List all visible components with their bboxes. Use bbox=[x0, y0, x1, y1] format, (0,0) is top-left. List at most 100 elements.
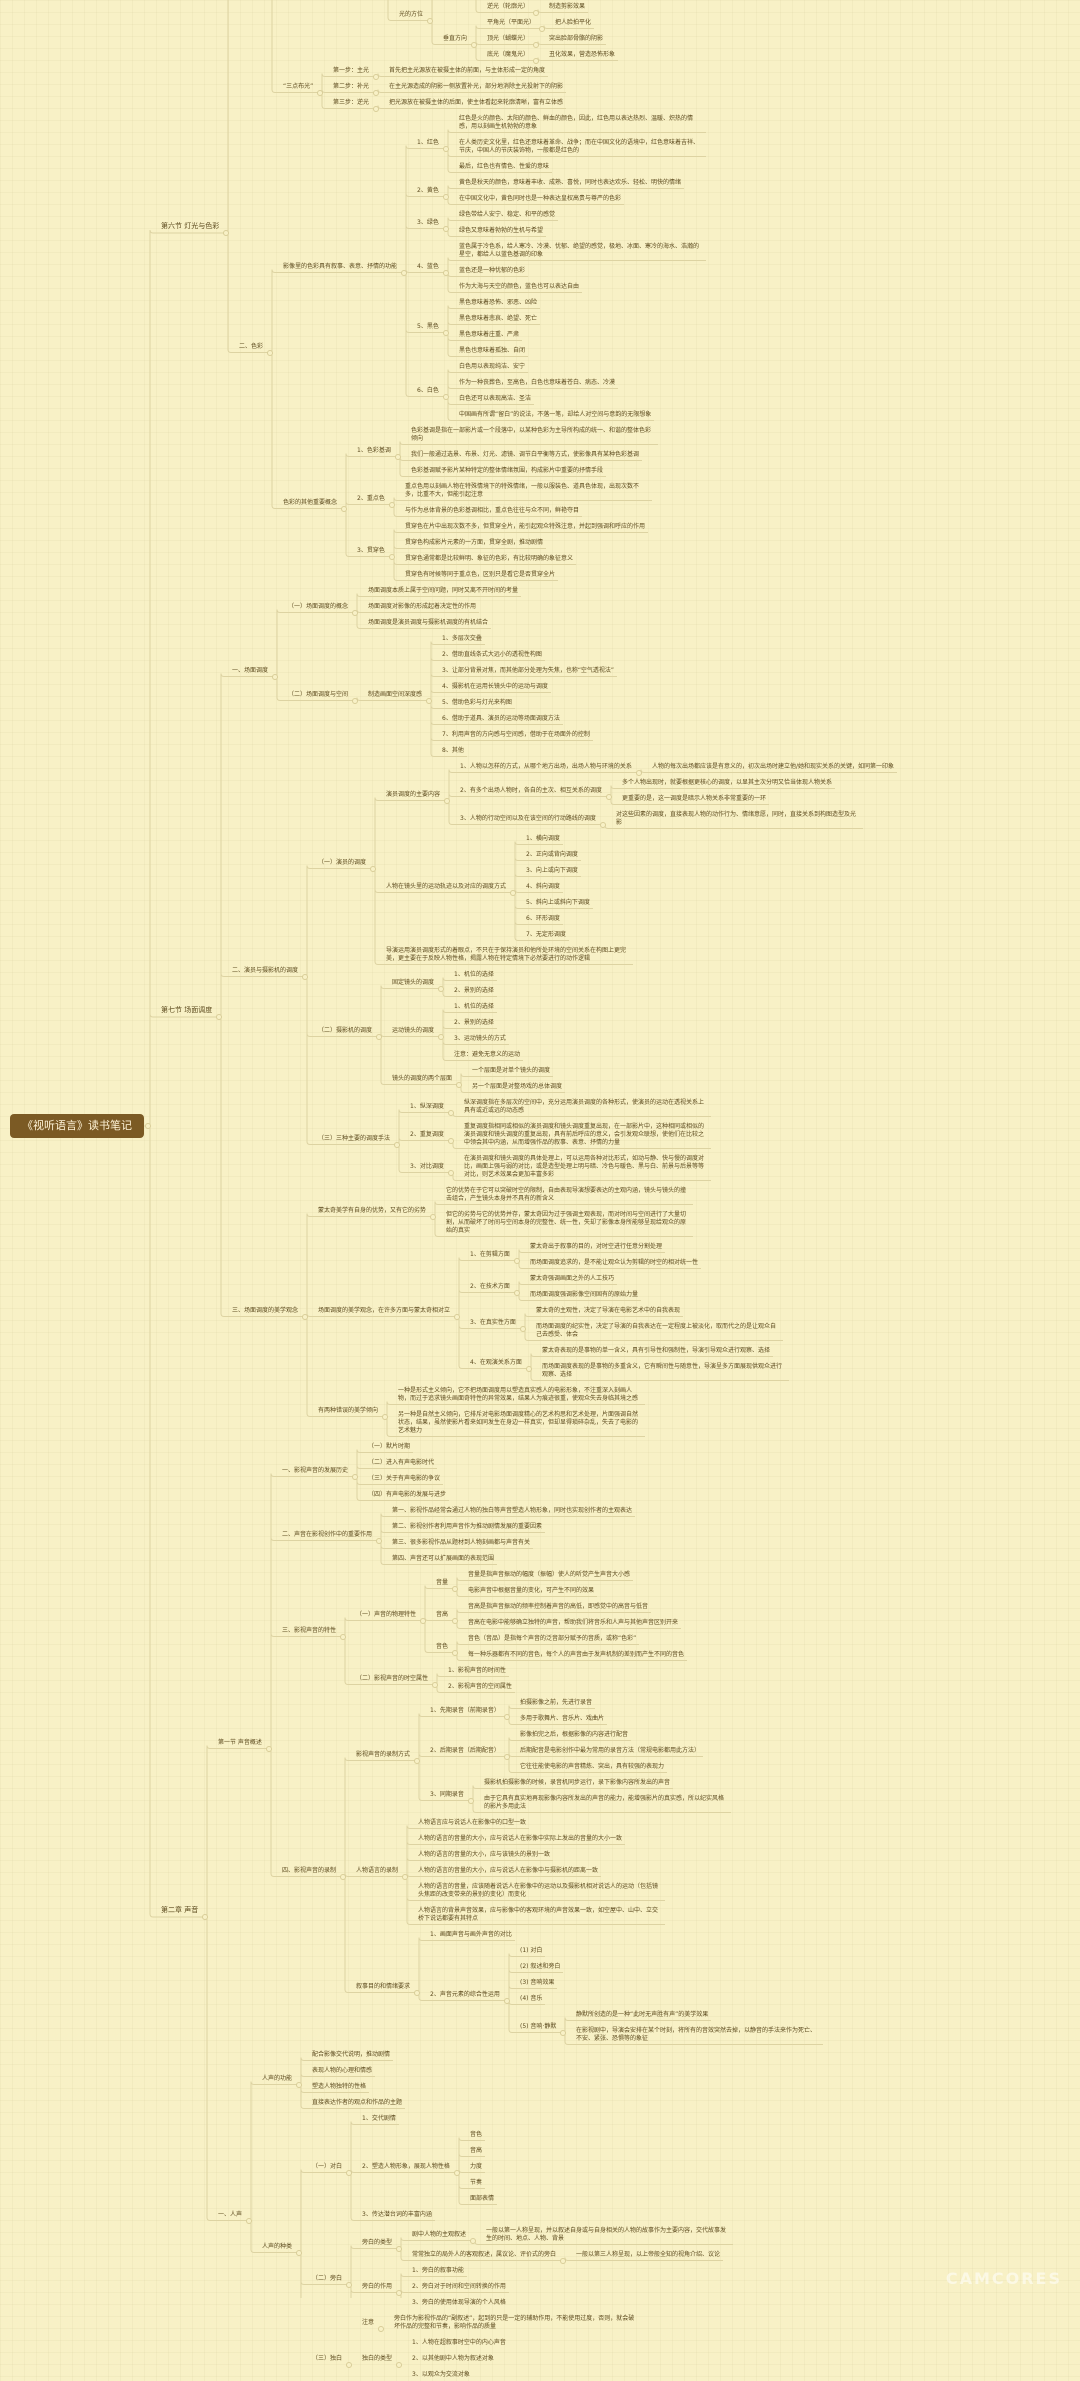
mindmap-topic[interactable]: 常常独立的局外人的客观叙述，属议论、评价式的旁白 bbox=[412, 2250, 557, 2258]
mindmap-leaf[interactable]: 红色是火的颜色、太阳的颜色、鲜血的颜色，因此，红色用以表达热烈、温暖、炽热的情感… bbox=[459, 114, 694, 130]
collapse-toggle-icon[interactable] bbox=[223, 230, 229, 236]
mindmap-leaf[interactable]: 注意：避免无意义的运动 bbox=[454, 1050, 521, 1058]
collapse-toggle-icon[interactable] bbox=[470, 2237, 476, 2244]
mindmap-leaf[interactable]: 白色还可以表现高洁、圣洁 bbox=[459, 394, 532, 402]
mindmap-leaf[interactable]: 人物的语言的音量的大小，应与说话人在影像中实际上发出的音量的大小一致 bbox=[418, 1834, 623, 1842]
mindmap-leaf[interactable]: 贯穿色在片中出现次数不多，但贯穿全片，能引起观众特殊注意，并起到强调和呼应的作用 bbox=[405, 522, 646, 530]
collapse-toggle-icon[interactable] bbox=[382, 1413, 388, 1420]
mindmap-topic[interactable]: 独白的类型 bbox=[362, 2354, 393, 2362]
mindmap-topic[interactable]: 人物在镜头里的运动轨迹以及对应的调度方式 bbox=[386, 882, 507, 890]
mindmap-topic[interactable]: （一）场面调度的概念 bbox=[288, 602, 349, 610]
collapse-toggle-icon[interactable] bbox=[346, 2361, 352, 2368]
mindmap-topic[interactable]: 二、演员与摄影机的调度 bbox=[232, 966, 299, 974]
mindmap-leaf[interactable]: 更重要的是，这一调度是暗示人物关系非常重要的一环 bbox=[622, 794, 767, 802]
mindmap-leaf[interactable]: 导演运用演员调度形式的着眼点，不只在于保持演员和他所处环境的空间关系在构图上更完… bbox=[386, 946, 627, 962]
mindmap-leaf[interactable]: 摄影机拍摄影像的时候，录音机同步运行，录下影像内容所发出的声音 bbox=[484, 1778, 671, 1786]
mindmap-leaf[interactable]: 2、借助直线条式大远小的透视性构图 bbox=[442, 650, 542, 658]
mindmap-topic[interactable]: 2、有多个出场人物时，各自的主次、相互关系的调度 bbox=[460, 786, 602, 794]
collapse-toggle-icon[interactable] bbox=[533, 57, 539, 64]
collapse-toggle-icon[interactable] bbox=[443, 145, 449, 152]
collapse-toggle-icon[interactable] bbox=[396, 2289, 402, 2296]
mindmap-topic[interactable]: 1、红色 bbox=[417, 138, 439, 146]
mindmap-leaf[interactable]: 在主光源造成的阴影一侧放置补光，部分地消除主光投射下的阴影 bbox=[389, 82, 564, 90]
mindmap-topic[interactable]: 注意 bbox=[362, 2318, 375, 2326]
mindmap-topic[interactable]: 1、在剪辑方面 bbox=[470, 1250, 510, 1258]
collapse-toggle-icon[interactable] bbox=[352, 1473, 358, 1480]
mindmap-leaf[interactable]: 音色（音品）是指每个声音的泛音部分赋予的音质，或称“色彩” bbox=[468, 1634, 637, 1642]
mindmap-leaf[interactable]: 与作为总体背景的色彩基调相比，重点色往往与众不同，鲜艳夺目 bbox=[405, 506, 580, 514]
mindmap-leaf[interactable]: 2、旁白对于时间和空间转换的作用 bbox=[412, 2282, 506, 2290]
mindmap-leaf[interactable]: 在人类历史文化里，红色还意味着革命、战争；而在中国文化的语境中，红色意味着吉祥、… bbox=[459, 138, 700, 154]
mindmap-leaf[interactable]: 5、斜向上或斜向下调度 bbox=[526, 898, 590, 906]
mindmap-leaf[interactable]: 蓝色属于冷色系，给人寒冷、冷漠、忧郁、绝望的感觉，极地、冰面、寒冷的海水、浩瀚的… bbox=[459, 242, 700, 258]
collapse-toggle-icon[interactable] bbox=[606, 793, 612, 800]
mindmap-leaf[interactable]: 1、画面声音与画外声音的对比 bbox=[430, 1930, 512, 1938]
mindmap-topic[interactable]: 人声的种类 bbox=[262, 2242, 293, 2250]
mindmap-leaf[interactable]: 蒙太奇表现的是事物的单一含义，具有引导性和强制性，导演引导观众进行观察、选择 bbox=[542, 1346, 771, 1354]
mindmap-leaf[interactable]: 重点色用以刻画人物在特殊情境下的特殊情绪，一般以服装色、道具色体现，出现次数不多… bbox=[405, 482, 640, 498]
mindmap-leaf[interactable]: 一种是形式主义倾向，它不把场面调度用以塑造真实感人的电影形象，不注重深入刻画人物… bbox=[398, 1386, 639, 1402]
mindmap-leaf[interactable]: 在影视剧中，导演会安排在某个时刻，将所有的音效突然去掉，以静音的手法来作为死亡、… bbox=[576, 2026, 817, 2042]
collapse-toggle-icon[interactable] bbox=[376, 1537, 382, 1544]
mindmap-leaf[interactable]: 音高 bbox=[470, 2146, 483, 2154]
mindmap-leaf[interactable]: 面部表情 bbox=[470, 2194, 495, 2202]
collapse-toggle-icon[interactable] bbox=[396, 2361, 402, 2368]
mindmap-leaf[interactable]: 静默所创造的是一种“此时无声胜有声”的美学效果 bbox=[576, 2010, 709, 2018]
collapse-toggle-icon[interactable] bbox=[317, 89, 323, 96]
mindmap-leaf[interactable]: 绿色带给人安宁、稳定、和平的感觉 bbox=[459, 210, 556, 218]
mindmap-leaf[interactable]: 而场面调度表现的是事物的多重含义，它有瞬间性与随意性，导演呈多方面展现供观众进行… bbox=[542, 1362, 783, 1378]
mindmap-leaf[interactable]: 而场面调度强调影像空间固有的原始力量 bbox=[530, 1290, 639, 1298]
mindmap-leaf[interactable]: 而场面调度的纪实性，决定了导演的自我表达在一定程度上被淡化，取而代之的是让观众自… bbox=[536, 1322, 777, 1338]
mindmap-topic[interactable]: 场面调度的美学观念，在许多方面与蒙太奇相对立 bbox=[318, 1306, 451, 1314]
mindmap-leaf[interactable]: （二）进入有声电影时代 bbox=[368, 1458, 435, 1466]
collapse-toggle-icon[interactable] bbox=[514, 1257, 520, 1264]
mindmap-leaf[interactable]: 在演员调度和镜头调度的具体处理上，可以运用各种对比形式，如动与静、快与慢的调度对… bbox=[464, 1154, 705, 1178]
collapse-toggle-icon[interactable] bbox=[394, 1141, 400, 1148]
collapse-toggle-icon[interactable] bbox=[302, 973, 308, 980]
mindmap-leaf[interactable]: 每一种乐器都有不同的音色，每个人的声音由于发声机制的差别而产生不同的音色 bbox=[468, 1650, 685, 1658]
mindmap-leaf[interactable]: 作为一种丧葬色，至高色，白色也意味着苍白、病态、冷漠 bbox=[459, 378, 616, 386]
mindmap-topic[interactable]: 3、同期录音 bbox=[430, 1790, 464, 1798]
mindmap-leaf[interactable]: 它往往能使电影的声音精炼、突出，具有较强的表现力 bbox=[520, 1762, 665, 1770]
mindmap-leaf[interactable]: 丑化效果，营造恐怖形象 bbox=[549, 50, 616, 58]
collapse-toggle-icon[interactable] bbox=[401, 269, 407, 276]
mindmap-leaf[interactable]: 人物语言应与说话人在影像中的口型一致 bbox=[418, 1818, 527, 1826]
collapse-toggle-icon[interactable] bbox=[438, 985, 444, 992]
collapse-toggle-icon[interactable] bbox=[471, 41, 477, 48]
mindmap-leaf[interactable]: （一）默片时期 bbox=[368, 1442, 411, 1450]
mindmap-leaf[interactable]: 1、人物在超叙事时空中的内心声音 bbox=[412, 2338, 506, 2346]
mindmap-topic[interactable]: 影像里的色彩具有叙事、表意、抒情的功能 bbox=[283, 262, 398, 270]
mindmap-topic[interactable]: 1、先期录音（前期录音） bbox=[430, 1706, 500, 1714]
mindmap-leaf[interactable]: 3、让部分背景对焦，而其他部分处理为失焦，也称“空气透视法” bbox=[442, 666, 615, 674]
mindmap-topic[interactable]: 光的方位 bbox=[399, 10, 424, 18]
mindmap-topic[interactable]: 镜头的调度的两个层面 bbox=[392, 1074, 453, 1082]
mindmap-topic[interactable]: （一）演员的调度 bbox=[318, 858, 367, 866]
collapse-toggle-icon[interactable] bbox=[373, 73, 379, 80]
collapse-toggle-icon[interactable] bbox=[352, 697, 358, 704]
mindmap-topic[interactable]: 旁白的作用 bbox=[362, 2282, 393, 2290]
collapse-toggle-icon[interactable] bbox=[539, 25, 545, 32]
collapse-toggle-icon[interactable] bbox=[533, 9, 539, 16]
mindmap-leaf[interactable]: 音色 bbox=[470, 2130, 483, 2138]
mindmap-leaf[interactable]: 2、影视声音的空间属性 bbox=[448, 1682, 512, 1690]
mindmap-leaf[interactable]: 它的优势在于它可以突破时空的限制，自由表现导演想要表达的主观内涵，镜头与镜头的撞… bbox=[446, 1186, 687, 1202]
mindmap-leaf[interactable]: 贯穿色有时候等同于重点色，区别只是看它是否贯穿全片 bbox=[405, 570, 556, 578]
mindmap-leaf[interactable]: 直接表达作者的观点和作品的主题 bbox=[312, 2098, 403, 2106]
collapse-toggle-icon[interactable] bbox=[443, 329, 449, 336]
mindmap-leaf[interactable]: 由于它具有真实地再现影像内容所发出的声音的能力，能增强影片的真实感，所以纪实风格… bbox=[484, 1794, 725, 1810]
collapse-toggle-icon[interactable] bbox=[402, 1873, 408, 1880]
collapse-toggle-icon[interactable] bbox=[414, 1989, 420, 1996]
mindmap-topic[interactable]: 一、影视声音的发展历史 bbox=[282, 1466, 349, 1474]
mindmap-leaf[interactable]: 2、景别的选择 bbox=[454, 986, 494, 994]
mindmap-topic[interactable]: 2、塑造人物形象，展现人物性格 bbox=[362, 2162, 450, 2170]
collapse-toggle-icon[interactable] bbox=[514, 1289, 520, 1296]
mindmap-topic[interactable]: “三点布光” bbox=[283, 82, 314, 90]
mindmap-topic[interactable]: 第六节 灯光与色彩 bbox=[161, 222, 220, 230]
mindmap-leaf[interactable]: 我们一般通过选景、布景、灯光、滤镜、调节白平衡等方式，使影像具有某种色彩基调 bbox=[411, 450, 640, 458]
mindmap-leaf[interactable]: 音高是指声音振动的频率控制着声音的高低，即感觉中的高音与低音 bbox=[468, 1602, 649, 1610]
mindmap-leaf[interactable]: （三）关于有声电影的争议 bbox=[368, 1474, 441, 1482]
mindmap-leaf[interactable]: 制造剪影效果 bbox=[549, 2, 586, 10]
mindmap-topic[interactable]: 3、绿色 bbox=[417, 218, 439, 226]
collapse-toggle-icon[interactable] bbox=[145, 1123, 151, 1129]
mindmap-leaf[interactable]: 5、借助色彩与灯光来构图 bbox=[442, 698, 512, 706]
